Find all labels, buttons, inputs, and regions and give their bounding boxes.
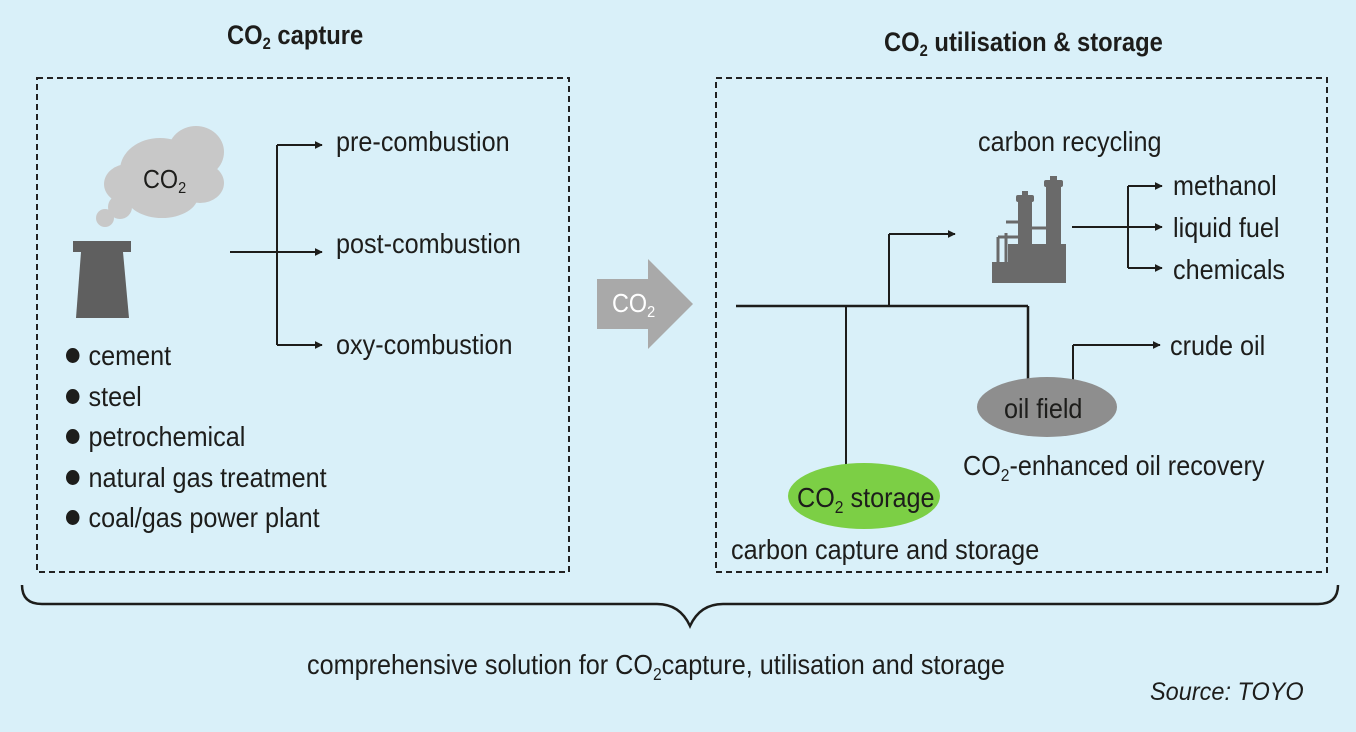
capture-panel-border (36, 77, 570, 573)
bullet-icon (66, 469, 80, 485)
branch-oxy-combustion: oxy-combustion (336, 329, 513, 360)
eor-label: CO2-enhanced oil recovery (963, 450, 1265, 485)
branch-pre-combustion: pre-combustion (336, 126, 510, 157)
bullet-icon (66, 388, 80, 404)
carbon-recycling-label: carbon recycling (978, 126, 1162, 157)
transfer-arrow-label: CO2 (612, 288, 656, 322)
source-credit: Source: TOYO (1150, 678, 1304, 706)
co2-storage-node (788, 463, 940, 529)
capture-branch-arrows (230, 141, 323, 349)
list-item: cement (66, 342, 327, 383)
product-chemicals: chemicals (1173, 254, 1286, 285)
list-item: steel (66, 382, 327, 424)
oil-field-node (977, 377, 1117, 437)
crude-oil-label: crude oil (1170, 330, 1266, 361)
cloud-co2-label: CO2 (143, 164, 187, 198)
list-item: coal/gas power plant (66, 504, 327, 545)
ccs-label: carbon capture and storage (731, 534, 1040, 565)
product-methanol: methanol (1173, 170, 1277, 201)
refinery-icon (992, 176, 1066, 283)
utilisation-flow-lines (736, 182, 1163, 479)
utilisation-panel-title: CO2 utilisation & storage (884, 27, 1163, 61)
transfer-arrow (597, 259, 693, 349)
bullet-icon (66, 348, 80, 363)
utilisation-panel-border (715, 77, 1328, 573)
capture-panel-title: CO2 capture (227, 20, 364, 54)
bullet-icon (66, 510, 80, 525)
product-liquid-fuel: liquid fuel (1173, 212, 1280, 243)
co2-cloud-icon (96, 126, 224, 227)
summary-brace (20, 584, 1340, 630)
oil-field-label: oil field (1004, 393, 1083, 424)
list-item: petrochemical (66, 423, 327, 464)
co2-storage-label: CO2 storage (797, 482, 935, 517)
bullet-icon (66, 429, 80, 444)
emission-sources-list: cement steel petrochemical natural gas t… (66, 342, 356, 545)
branch-post-combustion: post-combustion (336, 228, 521, 259)
list-item: natural gas treatment (66, 463, 327, 505)
summary-caption: comprehensive solution for CO2capture, u… (307, 649, 1005, 684)
chimney-icon (73, 241, 131, 318)
